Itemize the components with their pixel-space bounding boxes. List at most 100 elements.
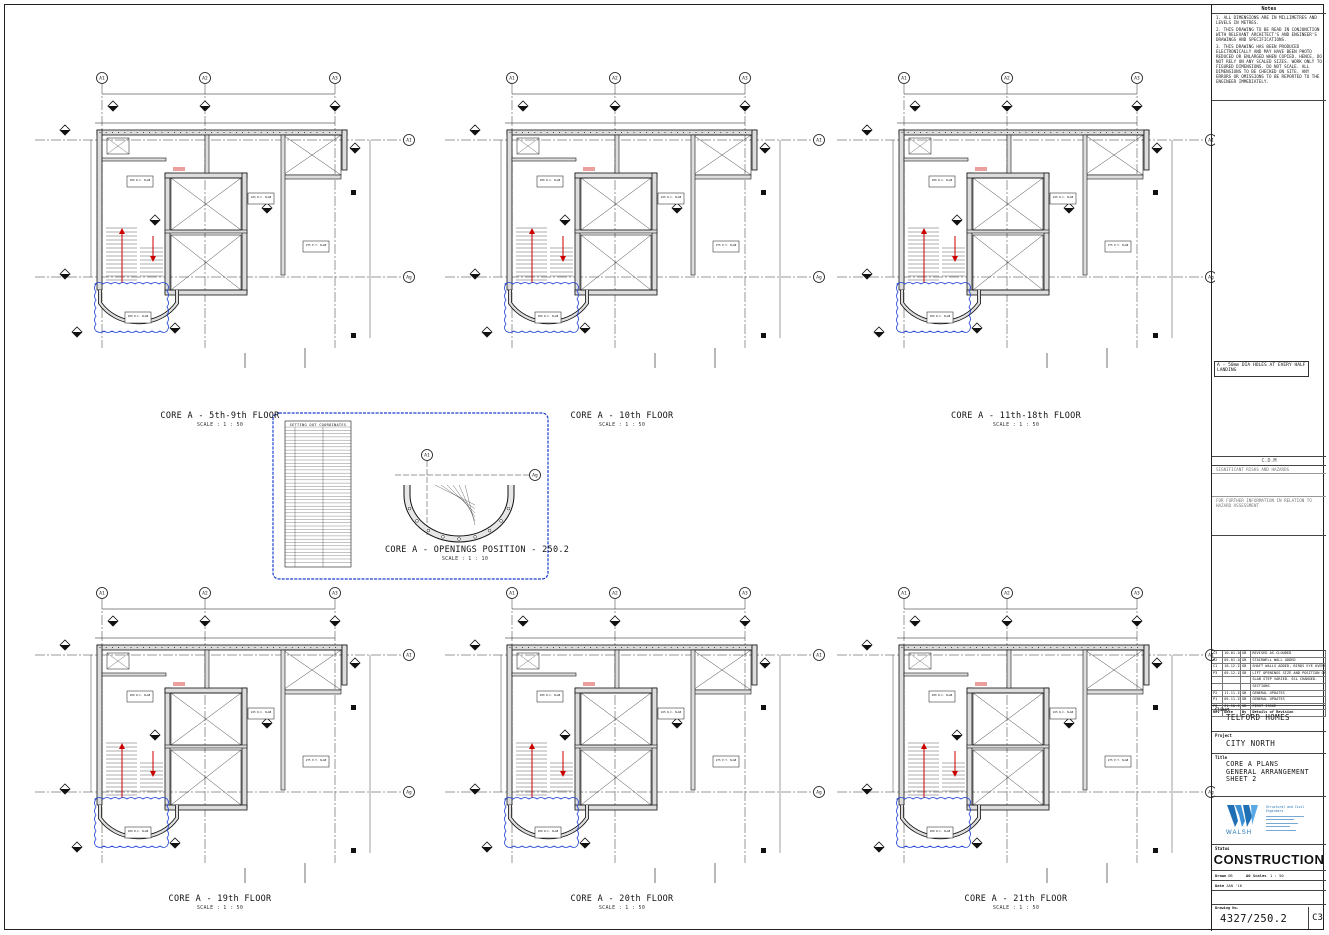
plan-2-revision-cloud xyxy=(895,282,971,333)
plan-4-concrete-dot xyxy=(738,647,740,648)
plan-0-concrete-dot xyxy=(335,132,337,133)
plan-4-wall-west xyxy=(506,644,513,806)
plan-0-section-4-fill xyxy=(60,130,70,135)
plan-3-concrete-dot xyxy=(198,647,200,648)
plan-5-concrete-dot xyxy=(901,647,903,648)
plan-3-concrete-dot xyxy=(260,647,262,648)
plan-5-section-2-fill xyxy=(1002,621,1012,626)
note-2: 2. THIS DRAWING TO BE READ IN CONJUNCTIO… xyxy=(1216,27,1320,42)
plan-0-slab-box xyxy=(302,240,330,253)
plan-4-section-7-fill xyxy=(482,847,492,852)
plan-3-concrete-dot xyxy=(173,647,175,648)
revision-cell-date: 05.11.15 xyxy=(1224,697,1241,703)
openings-cloud xyxy=(272,412,549,580)
plan-2-concrete-dot xyxy=(1019,132,1021,133)
plan-1-concrete-dot xyxy=(571,132,573,133)
openings-curve-inner xyxy=(404,485,514,542)
plan-3-wall-north xyxy=(96,644,348,651)
plan-0-section-7-fill xyxy=(72,332,82,337)
plan-2-concrete-dot xyxy=(963,132,965,133)
plan-2-grid-a3-bubble xyxy=(1131,72,1143,84)
plan-5-shaft-wall xyxy=(1084,689,1144,695)
plan-4-concrete-dot xyxy=(559,647,561,648)
plan-1-concrete-dot xyxy=(608,132,610,133)
plan-0-wall-west xyxy=(96,129,103,291)
plan-4-concrete-dot xyxy=(565,647,567,648)
plan-5-column xyxy=(1153,705,1158,710)
plan-5-concrete-dot xyxy=(926,647,928,648)
plan-3-concrete-dot xyxy=(242,647,244,648)
plan-0-shaft-x2 xyxy=(170,234,242,291)
plan-5-riser xyxy=(908,652,932,670)
plan-1-concrete-dot xyxy=(577,132,579,133)
opening-hole xyxy=(506,506,511,511)
plan-1-shaft-x2 xyxy=(580,234,652,291)
plan-1-concrete-dot xyxy=(583,132,585,133)
revision-number: C3 xyxy=(1308,907,1326,929)
plan-4-concrete-dot xyxy=(534,647,536,648)
plan-1-concrete-dot xyxy=(528,132,530,133)
plan-1-concrete-dot xyxy=(676,132,678,133)
plan-1-slab-box xyxy=(536,175,564,188)
client-name: TELFORD HOMES xyxy=(1226,713,1290,722)
plan-4-concrete-dot xyxy=(676,647,678,648)
plan-1-wall-east xyxy=(751,129,758,171)
plan-3-riser xyxy=(106,652,130,670)
plan-4-wall-east xyxy=(751,644,758,686)
plan-4-wall-north xyxy=(506,644,758,651)
plan-2-wall-core-n xyxy=(966,172,1050,179)
plan-3-concrete-dot xyxy=(335,647,337,648)
note-1: 1. ALL DIMENSIONS ARE IN MILLIMETRES AND… xyxy=(1216,15,1317,25)
plan-5-concrete-dot xyxy=(938,647,940,648)
plan-0-slab-box xyxy=(126,175,154,188)
plan-2-concrete-dot xyxy=(1068,132,1070,133)
revision-cell-date: 21.10.15 xyxy=(1224,703,1241,710)
plan-4-concrete-dot xyxy=(652,647,654,648)
revision-cell-by: GB xyxy=(1241,670,1252,677)
plan-4-slab-box xyxy=(536,690,564,703)
plan-3-concrete-dot xyxy=(235,647,237,648)
plan-4-grid-ag-bubble xyxy=(813,786,825,798)
plan-4-shaft-1 xyxy=(580,749,652,806)
openings-leader xyxy=(440,484,476,510)
plan-3-concrete-dot xyxy=(279,647,281,648)
plan-5-shaft-x2 xyxy=(1084,649,1144,691)
plan-1-concrete-dot xyxy=(596,132,598,133)
revision-cell-desc: SHAFT WALLS ADDED, BIRDS EYE OVERHEAD xyxy=(1252,664,1326,670)
plan-3-shaft-x2 xyxy=(282,649,342,691)
plan-0-wall-east2 xyxy=(280,134,286,276)
revision-cell-rev xyxy=(1212,683,1224,690)
plan-2-shaft-1 xyxy=(972,234,1044,291)
title-block: Notes 1. ALL DIMENSIONS ARE IN MILLIMETR… xyxy=(1211,5,1326,931)
opening-hole xyxy=(473,535,477,539)
plan-0-grid-ag-label: Ag xyxy=(406,275,412,281)
plan-1-concrete-dot xyxy=(621,132,623,133)
plan-4-section-10-fill xyxy=(672,723,682,728)
revision-row: SLAB STEP VARIED. SSL CHANGED. xyxy=(1212,677,1326,684)
plan-1-slab-text: 225 R.C. SLAB xyxy=(661,195,682,199)
plan-1-stair-arrowhead2 xyxy=(560,256,566,262)
plan-4-concrete-dot xyxy=(745,647,747,648)
plan-3-wall-int xyxy=(204,649,210,689)
plan-2-section-10-fill xyxy=(1064,208,1074,213)
plan-4-wall-core-n xyxy=(574,687,658,694)
plan-2-concrete-dot xyxy=(926,132,928,133)
plan-0-concrete-dot xyxy=(192,132,194,133)
plan-5-slab-text: 225 R.C. SLAB xyxy=(1053,710,1074,714)
plan-0-grid-ag-bubble xyxy=(403,271,415,283)
plan-3-wall-core-mid xyxy=(164,744,248,749)
plan-0-riser-x2 xyxy=(106,137,130,155)
plan-5-concrete-dot xyxy=(1037,647,1039,648)
revision-cell-by: GB xyxy=(1241,697,1252,703)
plan-0-slab-text: 225 R.C. SLAB xyxy=(251,195,272,199)
plan-2-concrete-dot xyxy=(1099,132,1101,133)
plan-2-riser xyxy=(908,137,932,155)
plan-5-shaft-1 xyxy=(972,749,1044,806)
plan-1-concrete-dot xyxy=(726,132,728,133)
plan-3-concrete-dot xyxy=(316,647,318,648)
plan-4-concrete-dot xyxy=(664,647,666,648)
plan-0-concrete-dot xyxy=(99,132,101,133)
plan-2-grid-a1-label: A1 xyxy=(901,76,907,82)
